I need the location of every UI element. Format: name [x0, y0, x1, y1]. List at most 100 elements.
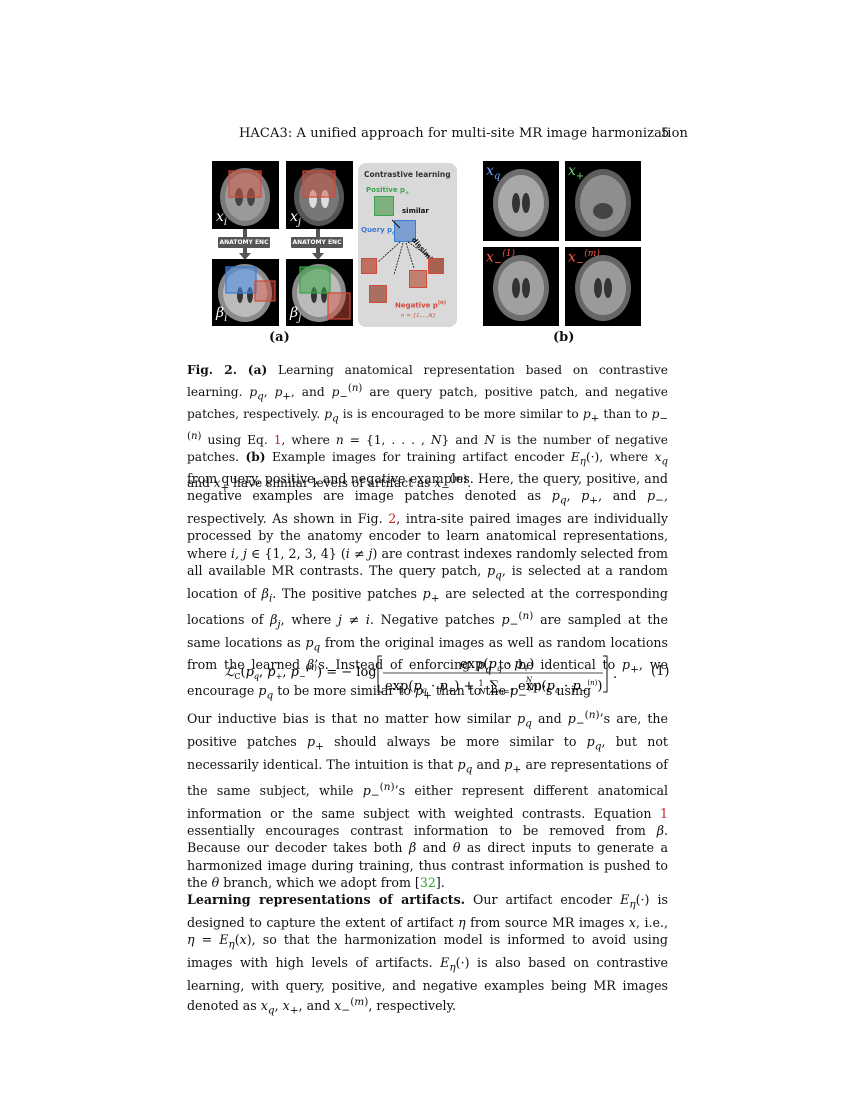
brain-mri-icon — [575, 255, 631, 321]
label-xq: xq — [486, 163, 501, 182]
page-number: 5 — [661, 126, 670, 141]
brain-anatomy-icon — [218, 264, 276, 322]
body-text: ]. — [435, 874, 445, 890]
panel-a-label: (a) — [269, 330, 290, 345]
anatomy-encoder-i: ANATOMY ENC — [218, 237, 270, 248]
positive-patch — [374, 196, 394, 216]
caption-text: , where — [281, 432, 336, 447]
body-text: , and — [298, 998, 331, 1014]
running-title: HACA3: A unified approach for multi-site… — [239, 126, 688, 141]
equation-1: ℒC(pq, p+, p−(n)) = − log exp(pq · p+) e… — [225, 648, 670, 698]
body-text: ’s. Instead of enforcing — [314, 657, 471, 673]
brain-image-xminus-1: x−(1) — [483, 247, 559, 326]
body-text: ’s are, the positive patches — [187, 711, 668, 749]
body-text: , we encourage — [187, 657, 668, 699]
body-text: is also based on contrastive learning, w… — [187, 955, 668, 1014]
caption-text: , where — [599, 450, 655, 465]
negative-patch — [428, 258, 444, 274]
caption-text: using Eq. — [201, 432, 274, 447]
negative-label: Negative p(n) — [395, 300, 446, 310]
svg-text:ℒC(pq, p+, p−(n)) = − log: ℒC(pq, p+, p−(n)) = − log — [225, 663, 377, 681]
body-text: , respectively. — [368, 998, 457, 1014]
brain-anatomy-icon — [292, 264, 351, 322]
equation-link[interactable]: 1 — [659, 805, 668, 821]
body-text: and — [422, 840, 447, 856]
label-beta-j: βj — [290, 305, 302, 324]
brain-image-xq: xq — [483, 161, 559, 241]
body-text: , where — [280, 611, 332, 627]
loss-equation: ℒC(pq, p+, p−(n)) = − log exp(pq · p+) e… — [225, 655, 617, 696]
body-text: . Because our decoder takes both — [187, 822, 668, 856]
body-text: than to the — [435, 683, 506, 699]
brain-mri-icon — [575, 169, 631, 237]
svg-text:N: N — [525, 676, 533, 684]
body-paragraph-2: Our inductive bias is that no matter how… — [187, 709, 668, 1017]
body-text: and — [476, 756, 501, 772]
body-text: branch, which we adopt from [ — [223, 874, 420, 890]
body-text: ’s either represent different anatomical… — [187, 782, 668, 821]
brain-image-xplus: x+ — [565, 161, 641, 241]
positive-label: Positive p+ — [366, 186, 410, 197]
body-text: should always be more similar to — [334, 734, 577, 749]
caption-text: have similar levels of artifact as — [229, 476, 435, 491]
body-text: , but not necessarily identical. The int… — [187, 734, 668, 772]
section-heading-artifacts: Learning representations of artifacts. — [187, 892, 466, 908]
brain-mri-icon — [493, 169, 549, 237]
caption-a-label: (a) — [247, 363, 268, 377]
svg-text:.: . — [613, 667, 617, 682]
anatomy-representation-beta-j: βj — [286, 259, 353, 326]
caption-text: Learning anatomical representation based… — [187, 363, 669, 399]
svg-text:exp(pq · p+): exp(pq · p+) — [460, 657, 534, 673]
body-text: , i.e., — [635, 914, 668, 930]
negative-patch — [369, 285, 387, 303]
body-text: . The positive patches — [272, 585, 417, 601]
body-text: from source MR images — [470, 914, 625, 930]
caption-text: is the number of negative patches. — [187, 432, 668, 465]
body-text: ’s using — [541, 683, 592, 699]
caption-b-label: (b) — [245, 450, 266, 465]
brain-mri-icon — [220, 168, 270, 226]
negative-patch — [361, 258, 377, 274]
caption-text: Example images for training artifact enc… — [265, 450, 571, 465]
body-text: Our artifact encoder — [473, 892, 613, 908]
negative-range: n = {1,...,N} — [401, 313, 436, 319]
body-text: as direct inputs to generate a harmonize… — [187, 840, 668, 890]
equation-number: (1) — [651, 664, 670, 679]
body-text: are representations of the same subject,… — [187, 756, 668, 798]
body-text: Our inductive bias is that no matter how… — [187, 711, 511, 727]
fig-label: Fig. 2. — [187, 363, 237, 377]
body-text: , intra-site paired images are individua… — [187, 511, 668, 561]
body-text: is designed to capture the extent of art… — [187, 892, 668, 930]
figure-link[interactable]: 2 — [388, 511, 397, 527]
contrastive-title: Contrastive learning — [364, 170, 451, 179]
equation-link[interactable]: 1 — [273, 432, 282, 447]
body-text: and — [537, 711, 562, 727]
body-text: essentially encourages contrast informat… — [187, 822, 646, 838]
citation-link[interactable]: 32 — [419, 874, 436, 890]
panel-b-label: (b) — [553, 330, 575, 345]
label-xminus-1: x−(1) — [486, 249, 516, 269]
label-xi: xi — [216, 209, 228, 228]
contrastive-arrows-icon — [377, 219, 435, 276]
brain-mri-icon — [294, 168, 344, 226]
caption-text: than to — [599, 406, 652, 421]
body-paragraph-1: from query, positive, and negative examp… — [187, 471, 669, 702]
anatomy-encoder-j: ANATOMY ENC — [291, 237, 343, 248]
similar-label: similar — [402, 207, 429, 215]
body-text: are sampled at the same locations as — [187, 611, 668, 650]
body-text: are contrast indexes randomly selected f… — [187, 545, 668, 578]
label-xj: xj — [290, 209, 302, 228]
svg-text:exp(pq · p+) + 1N ∑n=1 exp(pq: exp(pq · p+) + 1N ∑n=1 exp(pq · p−(n)) — [385, 679, 602, 696]
label-beta-i: βi — [216, 305, 228, 324]
negative-patch — [409, 270, 427, 288]
label-xplus: x+ — [568, 163, 585, 182]
anatomy-representation-beta-i: βi — [212, 259, 279, 326]
caption-text: and — [449, 432, 485, 447]
arrow-down-icon — [312, 229, 324, 260]
body-text: . Negative patches — [369, 611, 495, 627]
brain-image-xi: xi — [212, 161, 279, 229]
body-text: are selected at the corresponding locati… — [187, 585, 668, 627]
brain-image-xminus-m: x−(m) — [565, 247, 641, 326]
query-patch — [394, 220, 416, 242]
label-xminus-m: x−(m) — [568, 249, 600, 269]
